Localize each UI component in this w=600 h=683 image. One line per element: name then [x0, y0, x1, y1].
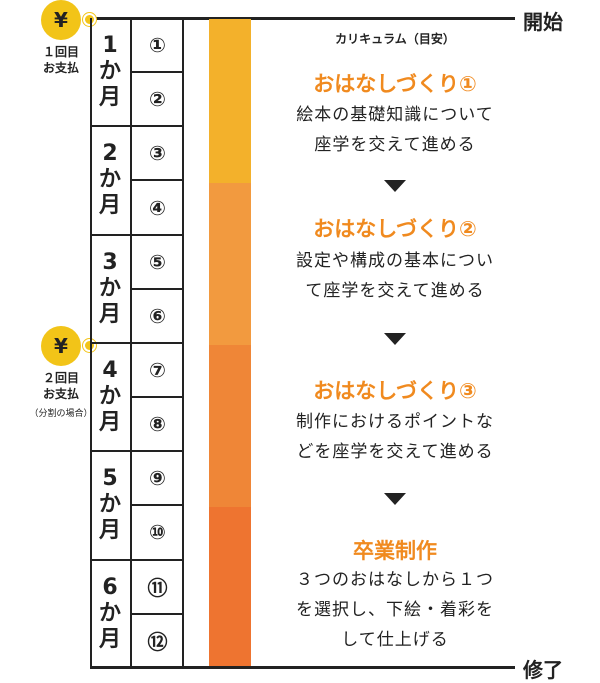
yen-icon-first: ¥ — [41, 0, 81, 40]
stage-4-title: 卒業制作 — [353, 539, 437, 563]
month-6-a: か — [98, 600, 121, 626]
month-3-b: 月 — [98, 301, 121, 327]
month-5-a: か — [98, 492, 121, 518]
stage-2-line1: 設定や構成の基本につい — [296, 251, 494, 271]
bar-segment-2 — [209, 183, 251, 345]
session-number-7: ⑦ — [149, 357, 166, 382]
end-label: 修了 — [523, 658, 563, 682]
session-separator — [131, 612, 184, 615]
month-1-n: 1 — [102, 33, 118, 59]
month-4-n: 4 — [102, 358, 118, 384]
month-3-n: 3 — [102, 249, 118, 275]
arrow-down-icon-1 — [384, 180, 406, 192]
payment-second-label: ２回目 お支払 — [26, 370, 96, 402]
session-separator — [131, 396, 184, 399]
bottom-rule — [90, 666, 515, 669]
session-number-5: ⑤ — [149, 249, 166, 274]
month-4-a: か — [98, 384, 121, 410]
arrow-down-icon-3 — [384, 493, 406, 505]
session-number-10: ⑩ — [149, 520, 166, 545]
session-number-1: ① — [149, 33, 166, 58]
bar-segment-4 — [209, 507, 251, 666]
session-number-8: ⑧ — [149, 412, 166, 437]
session-separator — [131, 71, 184, 74]
session-separator — [131, 504, 184, 507]
month-5-n: 5 — [102, 466, 118, 492]
session-number-9: ⑨ — [149, 466, 166, 491]
arrow-down-icon-2 — [384, 333, 406, 345]
session-separator — [131, 287, 184, 290]
bar-segment-3 — [209, 345, 251, 507]
session-number-12: ⑫ — [147, 630, 168, 655]
stage-1-line2: 座学を交えて進める — [314, 135, 476, 155]
session-number-6: ⑥ — [149, 303, 166, 328]
start-label: 開始 — [523, 10, 563, 34]
month-1-a: か — [98, 59, 121, 85]
top-rule — [90, 17, 515, 20]
month-3-a: か — [98, 275, 121, 301]
stage-4-desc: ３つのおはなしから１つ を選択し、下絵・着彩を して仕上げる — [260, 565, 530, 655]
stage-2-desc: 設定や構成の基本につい て座学を交えて進める — [260, 246, 530, 306]
month-2-n: 2 — [102, 141, 118, 167]
payment-second-note: （分割の場合） — [29, 409, 93, 419]
session-number-4: ④ — [149, 195, 166, 220]
month-4-b: 月 — [98, 410, 121, 436]
stage-4-line3: して仕上げる — [341, 630, 449, 650]
session-number-11: ⑪ — [147, 576, 168, 601]
session-number-2: ② — [149, 87, 166, 112]
stage-4-line1: ３つのおはなしから１つ — [296, 570, 494, 590]
payment-marker-dot-first — [83, 13, 96, 26]
month-2-b: 月 — [98, 193, 121, 219]
month-6-b: 月 — [98, 626, 121, 652]
month-6-n: 6 — [102, 574, 118, 600]
stage-2-title: おはなしづくり② — [313, 217, 477, 241]
stage-2-line2: て座学を交えて進める — [305, 281, 485, 301]
stage-3-desc: 制作におけるポイントな どを座学を交えて進める — [260, 407, 530, 467]
stage-4-line2: を選択し、下絵・着彩を — [296, 600, 494, 620]
session-separator — [131, 179, 184, 182]
bar-segment-1 — [209, 19, 251, 183]
stage-3-line2: どを座学を交えて進める — [296, 442, 494, 462]
month-separator — [90, 233, 184, 236]
stage-3-line1: 制作におけるポイントな — [296, 412, 494, 432]
month-2-a: か — [98, 167, 121, 193]
payment-second-line1: ２回目 — [42, 371, 79, 385]
month-5-b: 月 — [98, 518, 121, 544]
payment-second-line2: お支払 — [42, 387, 79, 401]
month-separator — [90, 558, 184, 561]
stage-1-desc: 絵本の基礎知識について 座学を交えて進める — [260, 100, 530, 160]
payment-first-line1: １回目 — [42, 45, 79, 59]
month-separator — [90, 450, 184, 453]
session-number-3: ③ — [149, 141, 166, 166]
stage-1-line1: 絵本の基礎知識について — [296, 105, 494, 125]
month-separator — [90, 125, 184, 128]
stage-1-title: おはなしづくり① — [313, 72, 477, 96]
stage-3-title: おはなしづくり③ — [313, 379, 477, 403]
month-separator — [90, 341, 184, 344]
payment-first-line2: お支払 — [42, 61, 79, 75]
payment-first-label: １回目 お支払 — [26, 44, 96, 76]
curriculum-heading: カリキュラム（目安） — [335, 32, 455, 46]
yen-icon-second: ¥ — [41, 326, 81, 366]
month-1-b: 月 — [98, 85, 121, 111]
